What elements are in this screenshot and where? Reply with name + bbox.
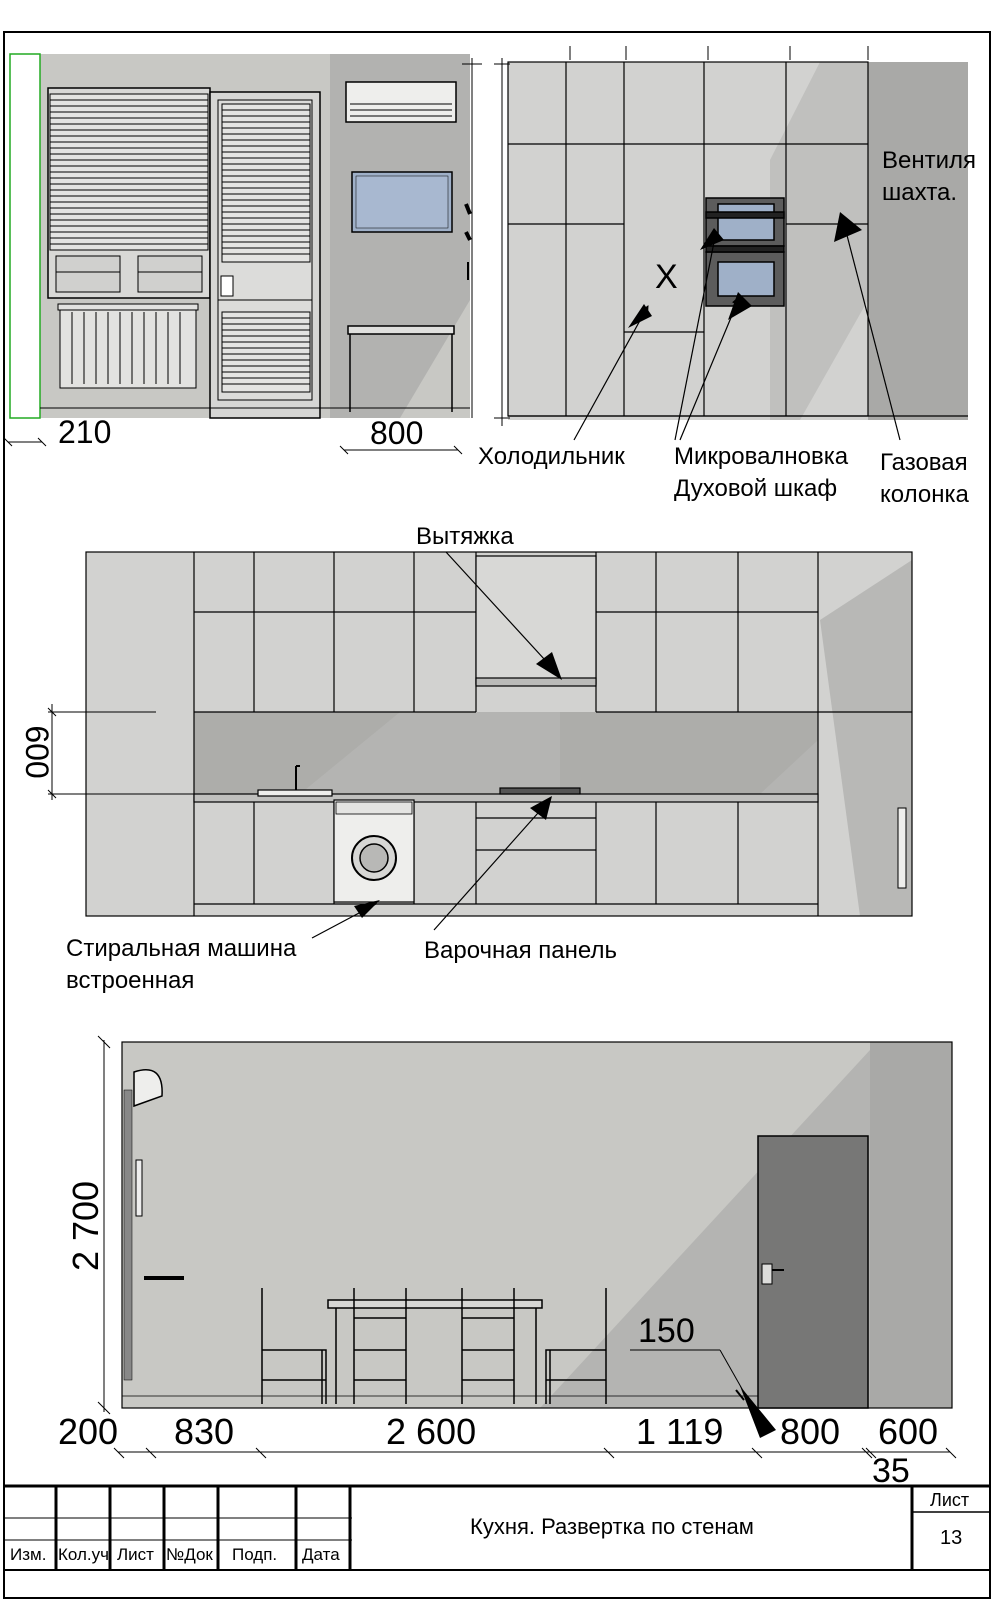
oven-icon bbox=[705, 245, 785, 307]
tb-header-kolvo: Кол.уч bbox=[58, 1545, 109, 1564]
x-mark: X bbox=[655, 258, 678, 296]
label-microwave: Микровалновка bbox=[674, 443, 849, 470]
label-washer-1: Стиральная машина bbox=[66, 935, 297, 962]
green-wall-marker bbox=[9, 53, 41, 419]
dim-200: 200 bbox=[58, 1411, 118, 1452]
label-oven: Духовой шкаф bbox=[674, 475, 837, 502]
dim-2600: 2 600 bbox=[386, 1411, 476, 1452]
dim-150: 150 bbox=[638, 1312, 695, 1350]
dining-table bbox=[327, 1299, 543, 1404]
label-hood: Вытяжка bbox=[416, 523, 514, 550]
leader-gas bbox=[839, 215, 901, 441]
window-blinds bbox=[49, 93, 209, 251]
leader-hood bbox=[445, 551, 557, 673]
dim-1119: 1 119 bbox=[636, 1411, 723, 1452]
label-fridge: Холодильник bbox=[478, 443, 625, 470]
label-gas-1: Газовая bbox=[880, 449, 968, 476]
elevation-dining-wall bbox=[121, 1041, 953, 1409]
tb-header-izm: Изм. bbox=[10, 1545, 46, 1564]
tb-header-sign: Подп. bbox=[232, 1545, 277, 1564]
handle bbox=[897, 807, 907, 889]
tv-icon bbox=[351, 171, 453, 233]
label-ventilation-1: Вентиля bbox=[882, 147, 976, 174]
table bbox=[347, 325, 455, 412]
elevation-window-door bbox=[9, 53, 470, 419]
radiator bbox=[57, 303, 199, 389]
chairs bbox=[261, 1288, 607, 1404]
dim-800-bottom: 800 bbox=[780, 1411, 840, 1452]
label-hob: Варочная панель bbox=[424, 937, 617, 964]
dim-600-bottom: 600 bbox=[878, 1411, 938, 1452]
dim-800-top: 800 bbox=[370, 415, 423, 451]
leader-hob bbox=[433, 803, 547, 931]
elevation-kitchen-run bbox=[85, 551, 913, 917]
leader-fridge bbox=[573, 305, 649, 441]
drawing-title: Кухня. Развертка по стенам bbox=[470, 1514, 754, 1539]
tb-header-list: Лист bbox=[117, 1545, 154, 1564]
dim-830: 830 bbox=[174, 1411, 234, 1452]
sheet-number: 13 bbox=[940, 1527, 962, 1549]
dim-600-middle: 600 bbox=[19, 725, 55, 778]
tb-header-doc: №Док bbox=[166, 1545, 213, 1564]
door bbox=[757, 1135, 869, 1409]
sheet-frame bbox=[3, 31, 991, 1599]
title-block bbox=[4, 1484, 990, 1571]
washing-machine-icon bbox=[333, 799, 415, 903]
tb-header-date: Дата bbox=[302, 1545, 340, 1564]
air-conditioner-icon bbox=[345, 81, 457, 123]
label-gas-2: колонка bbox=[880, 481, 969, 508]
ac-unit-side bbox=[133, 1069, 163, 1108]
leader-microwave bbox=[674, 231, 720, 441]
label-washer-2: встроенная bbox=[66, 967, 194, 994]
balcony-door bbox=[209, 91, 321, 419]
dim-2700: 2 700 bbox=[65, 1181, 106, 1271]
label-ventilation-2: шахта. bbox=[882, 179, 957, 206]
sheet-label: Лист bbox=[930, 1490, 969, 1510]
elevation-tall-cabinets bbox=[507, 61, 968, 420]
dim-35: 35 bbox=[872, 1452, 910, 1490]
dim-210: 210 bbox=[58, 414, 111, 450]
leader-oven bbox=[679, 295, 742, 441]
